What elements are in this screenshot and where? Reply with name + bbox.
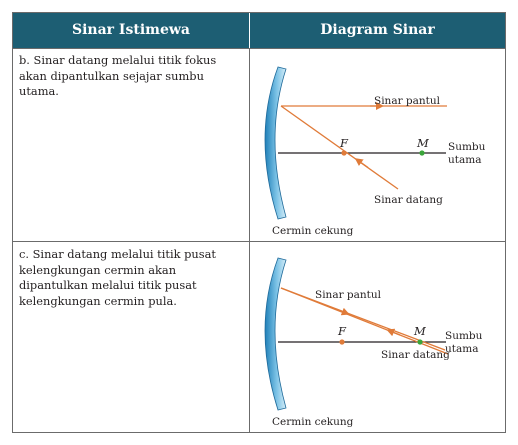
row-c-description: c. Sinar datang melalui titik pusat kele… <box>19 247 216 308</box>
mirror-label: Cermin cekung <box>272 225 354 237</box>
incident-ray <box>280 105 399 190</box>
incident-ray-label: Sinar datang <box>374 194 443 206</box>
center-of-curvature-point <box>419 150 425 156</box>
row-c-diagram: Sinar pantul F M Sumbu utama Sinar datan… <box>250 242 505 432</box>
diagram-focus-ray-svg: Sinar pantul F M Sumbu utama Sinar datan… <box>264 66 486 237</box>
diagram-center-ray-svg: Sinar pantul F M Sumbu utama Sinar datan… <box>264 257 483 428</box>
focus-label: F <box>337 324 347 338</box>
focus-label: F <box>339 136 349 150</box>
concave-mirror <box>264 66 287 220</box>
incident-ray-arrow <box>386 328 401 337</box>
row-b-description: b. Sinar datang melalui titik fokus akan… <box>19 53 217 98</box>
focus-point <box>341 150 347 156</box>
concave-mirror <box>264 257 287 411</box>
header-col-sinar-istimewa: Sinar Istimewa <box>72 22 190 38</box>
reflected-ray-arrow <box>335 307 350 316</box>
incident-ray-arrow <box>354 158 369 169</box>
reflected-ray-label: Sinar pantul <box>315 289 382 301</box>
reflected-ray <box>280 287 446 351</box>
incident-ray-label: Sinar datang <box>381 349 450 361</box>
column-divider <box>249 13 250 432</box>
row-divider-middle <box>13 241 505 242</box>
header-col-diagram-sinar: Diagram Sinar <box>320 22 435 38</box>
center-label: M <box>416 136 430 150</box>
axis-label-line2: utama <box>445 343 478 355</box>
row-b-diagram: Sinar pantul F M Sumbu utama Sinar datan… <box>250 49 505 241</box>
header-divider <box>249 13 250 48</box>
axis-label-line1: Sumbu <box>445 330 483 342</box>
table-header: Sinar Istimewa Diagram Sinar <box>13 13 505 48</box>
row-divider-top <box>13 48 505 49</box>
ray-diagram-table: Sinar Istimewa Diagram Sinar b. Sinar da… <box>12 12 506 433</box>
mirror-label: Cermin cekung <box>272 416 354 428</box>
center-label: M <box>413 324 427 338</box>
axis-label-line1: Sumbu <box>448 141 486 153</box>
axis-label-line2: utama <box>448 154 481 166</box>
reflected-ray-label: Sinar pantul <box>374 95 441 107</box>
center-of-curvature-point <box>417 339 423 345</box>
focus-point <box>339 339 345 345</box>
